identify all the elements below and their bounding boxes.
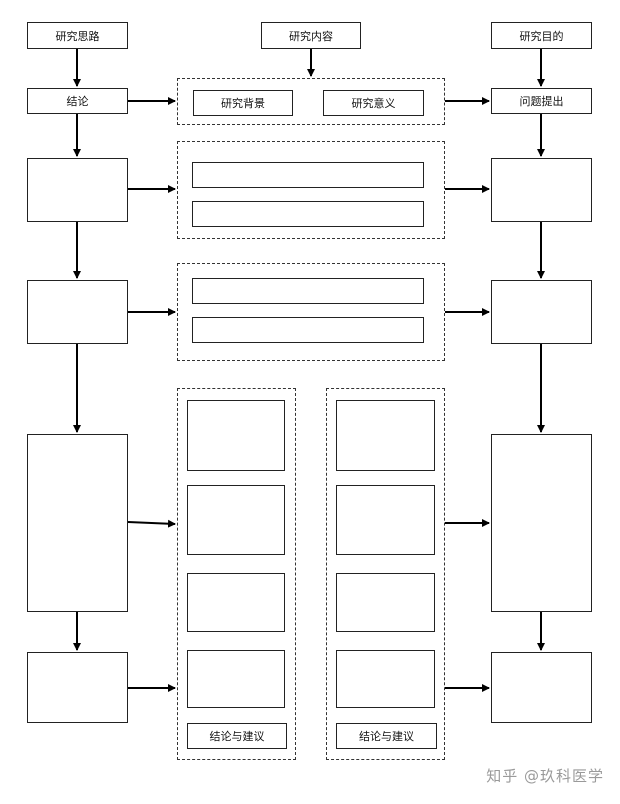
right-bottom-box <box>491 652 592 723</box>
center-row3-bar-2 <box>192 317 424 343</box>
center-lower-right-group <box>326 388 445 760</box>
right-row1-box: 问题提出 <box>491 88 592 114</box>
lower-right-box-1 <box>336 400 435 471</box>
lower-right-conclusion-box: 结论与建议 <box>336 723 437 749</box>
center-row1-group <box>177 78 445 125</box>
lower-right-box-3 <box>336 573 435 632</box>
right-row1-label: 问题提出 <box>519 95 564 108</box>
watermark-text: 知乎 @玖科医学 <box>486 767 604 785</box>
center-lower-left-group <box>177 388 296 760</box>
lower-left-box-1 <box>187 400 285 471</box>
background-box: 研究背景 <box>193 90 293 116</box>
lower-right-conclusion-label: 结论与建议 <box>359 730 414 743</box>
lower-left-conclusion-label: 结论与建议 <box>209 730 265 743</box>
significance-label: 研究意义 <box>351 97 396 110</box>
right-header-label: 研究目的 <box>519 29 564 43</box>
left-tall-box <box>27 434 128 612</box>
center-row2-bar-1 <box>192 162 424 188</box>
center-row3-bar-1 <box>192 278 424 304</box>
arrow-h-left-4 <box>127 519 176 528</box>
left-header-box: 研究思路 <box>27 22 128 49</box>
right-tall-box <box>491 434 592 612</box>
lower-left-box-3 <box>187 573 285 632</box>
right-row3-box <box>491 280 592 344</box>
left-bottom-box <box>27 652 128 723</box>
center-row2-bar-2 <box>192 201 424 227</box>
lower-left-box-4 <box>187 650 285 708</box>
lower-right-box-4 <box>336 650 435 708</box>
left-row1-label: 结论 <box>66 95 89 108</box>
left-row3-box <box>27 280 128 344</box>
center-row3-group <box>177 263 445 361</box>
right-row2-box <box>491 158 592 222</box>
significance-box: 研究意义 <box>323 90 424 116</box>
background-label: 研究背景 <box>221 97 265 110</box>
lower-right-box-2 <box>336 485 435 555</box>
left-row2-box <box>27 158 128 222</box>
lower-left-box-2 <box>187 485 285 555</box>
left-row1-box: 结论 <box>27 88 128 114</box>
center-header-box: 研究内容 <box>261 22 361 49</box>
right-header-box: 研究目的 <box>491 22 592 49</box>
left-header-label: 研究思路 <box>55 29 100 43</box>
center-row2-group <box>177 141 445 239</box>
lower-left-conclusion-box: 结论与建议 <box>187 723 287 749</box>
center-header-label: 研究内容 <box>289 29 333 43</box>
